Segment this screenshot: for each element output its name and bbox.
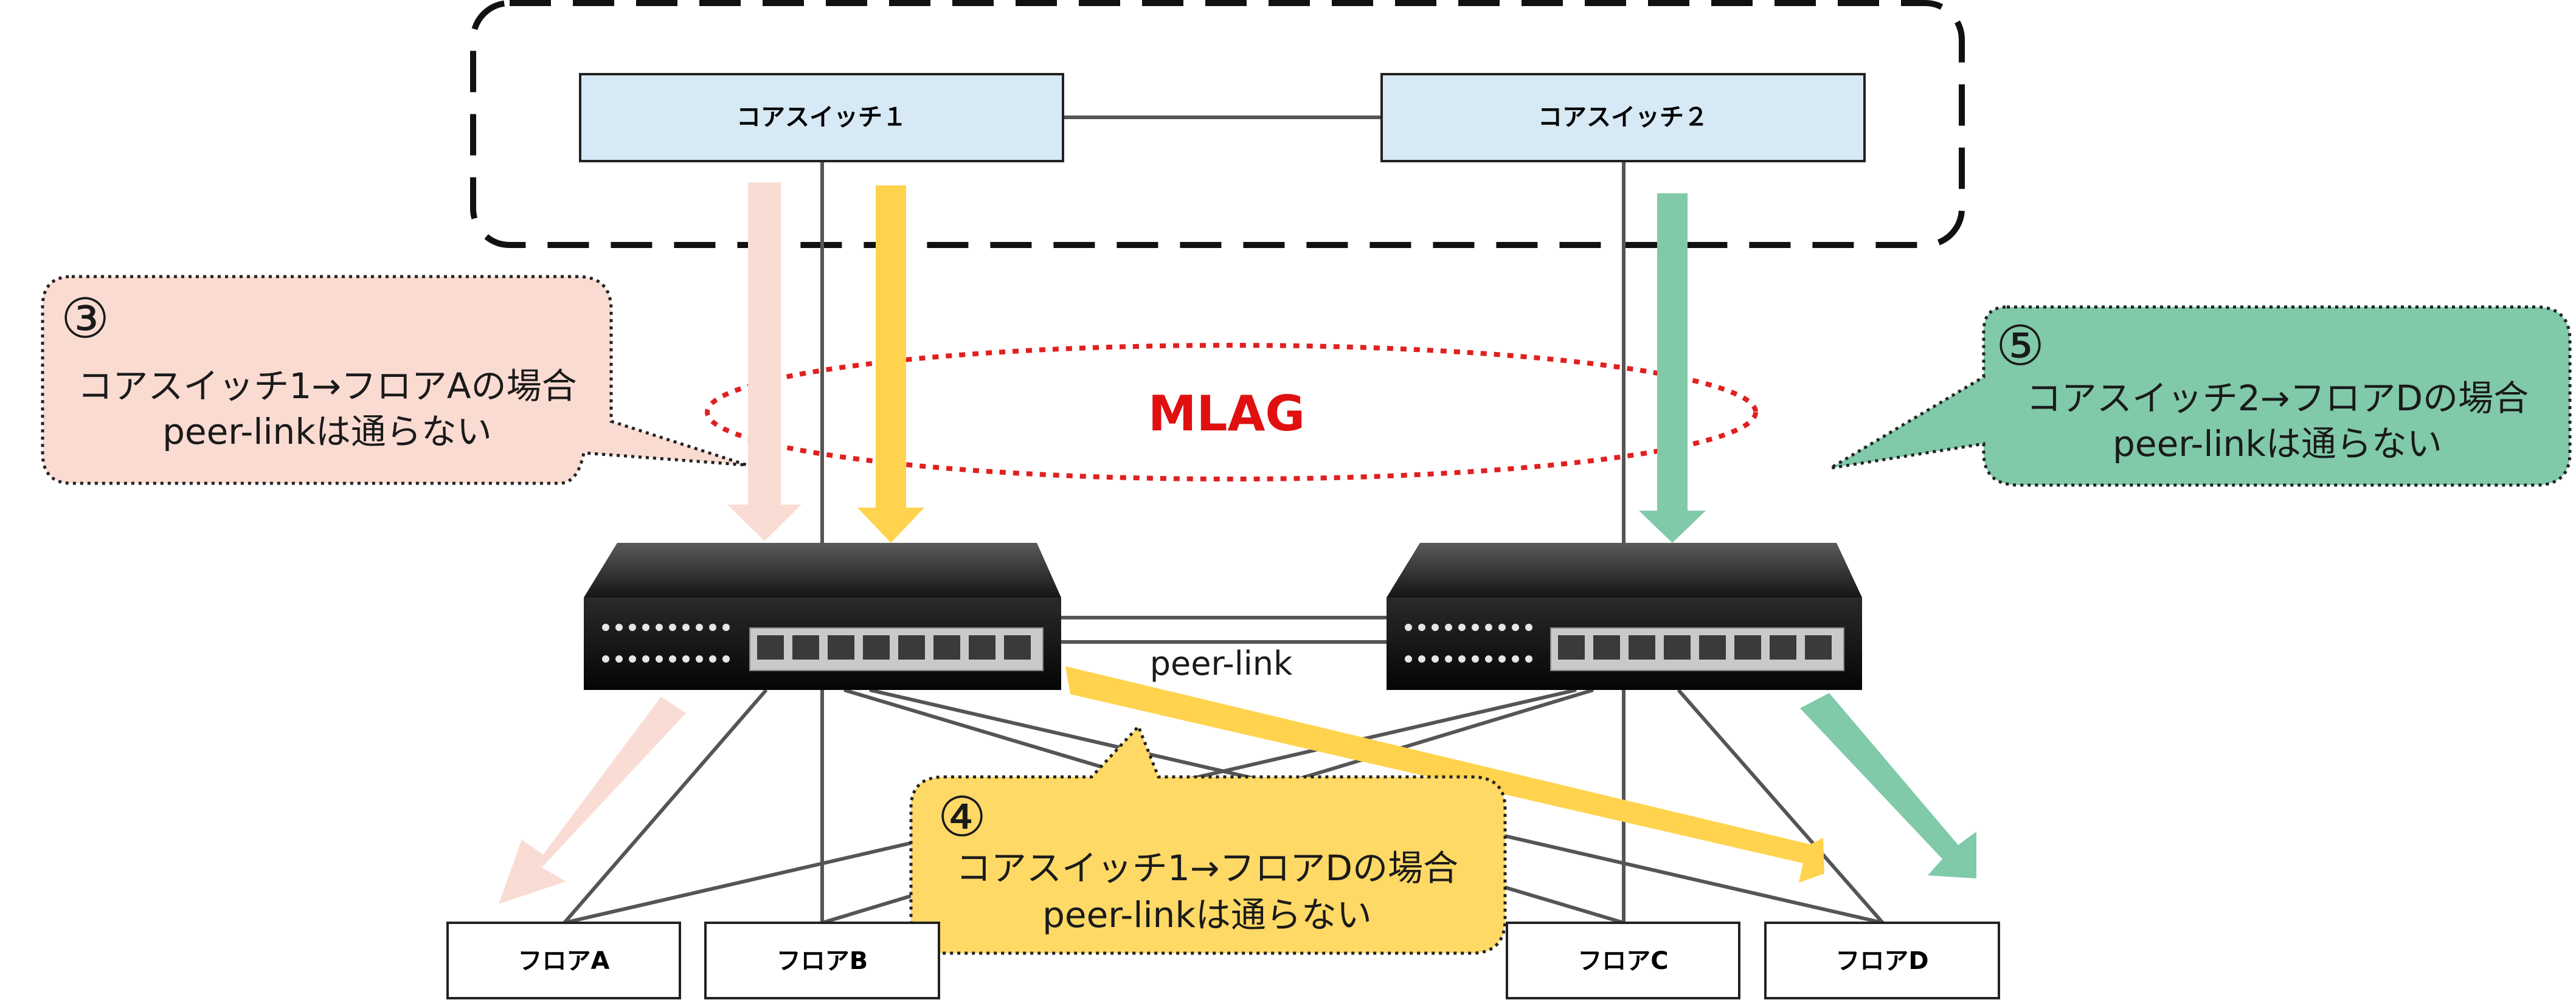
callout-3-number: ③	[61, 287, 110, 351]
floor-b-label: フロアB	[777, 947, 868, 975]
floor-a-label: フロアA	[518, 947, 610, 975]
arrow-yellow-down	[857, 185, 924, 543]
callout-5-number: ⑤	[1996, 314, 2045, 378]
floor-d[interactable]: フロアD	[1764, 922, 2000, 999]
floor-d-label: フロアD	[1835, 947, 1928, 975]
core-group-frame	[470, 0, 1965, 248]
peer-link-lines	[1061, 616, 1387, 644]
callout-4-line1: コアスイッチ1→フロアDの場合	[956, 847, 1458, 889]
callout-4-number: ④	[938, 785, 987, 849]
arrow-yellow-diagonal	[1065, 666, 1824, 883]
ports	[757, 635, 1031, 660]
peer-link-label: peer-link	[1150, 644, 1293, 683]
floor-b[interactable]: フロアB	[704, 922, 940, 999]
core-switch-2-label: コアスイッチ２	[1538, 103, 1708, 131]
core-switch-2[interactable]: コアスイッチ２	[1380, 73, 1866, 162]
callout-5-line2: peer-linkは通らない	[2113, 423, 2442, 464]
mlag-label: MLAG	[1148, 385, 1305, 442]
arrow-green-diagonal	[1800, 693, 1976, 878]
status-leds	[602, 624, 730, 663]
arrow-pink-diagonal	[499, 697, 686, 904]
arrow-pink-down	[727, 182, 802, 541]
callout-5-line1: コアスイッチ2→フロアDの場合	[2026, 378, 2529, 419]
callout-3: ③ コアスイッチ1→フロアAの場合 peer-linkは通らない	[41, 275, 747, 485]
callout-4-line2: peer-linkは通らない	[1042, 894, 1372, 936]
callout-3-line2: peer-linkは通らない	[162, 411, 492, 452]
core-switch-1-label: コアスイッチ１	[736, 103, 907, 131]
core-switch-1[interactable]: コアスイッチ１	[579, 73, 1064, 162]
floor-c-label: フロアC	[1577, 947, 1668, 975]
access-switch-1[interactable]	[584, 543, 1061, 690]
callout-4: ④ コアスイッチ1→フロアDの場合 peer-linkは通らない	[909, 723, 1507, 955]
arrow-green-down	[1639, 193, 1706, 543]
callout-3-line1: コアスイッチ1→フロアAの場合	[77, 365, 576, 407]
callout-5: ⑤ コアスイッチ2→フロアDの場合 peer-linkは通らない	[1829, 305, 2572, 487]
access-switch-2[interactable]	[1387, 543, 1862, 690]
floor-a[interactable]: フロアA	[446, 922, 681, 999]
status-leds	[1405, 624, 1532, 663]
floor-c[interactable]: フロアC	[1506, 922, 1740, 999]
mlag-ring	[705, 343, 1758, 481]
ports	[1558, 635, 1832, 660]
